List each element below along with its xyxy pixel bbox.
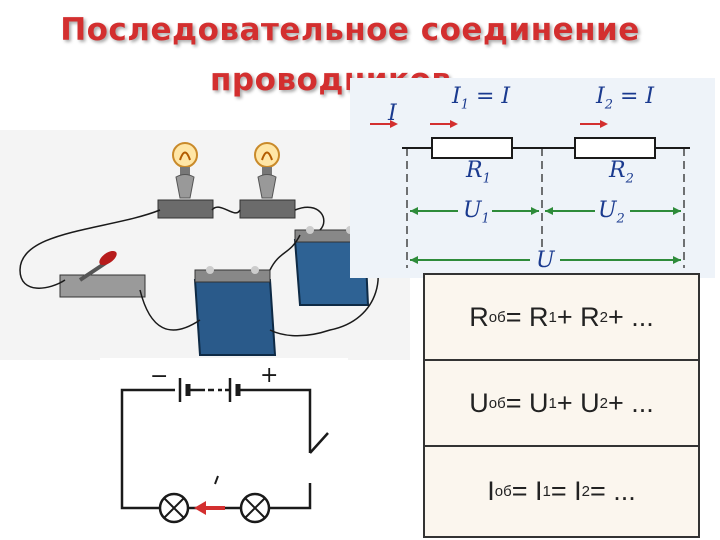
- minus-sign: −: [150, 364, 168, 389]
- battery-2: [293, 226, 370, 306]
- label-r1: R1: [466, 158, 491, 187]
- label-u1: U1: [463, 198, 490, 227]
- battery-cells: [178, 378, 265, 402]
- label-i1: I1 = I: [452, 84, 511, 113]
- lamp-1: [157, 142, 214, 219]
- label-i2: I2 = I: [596, 84, 655, 113]
- voltage-arrows: [410, 210, 681, 261]
- label-u2: U2: [598, 198, 625, 227]
- label-r2: R2: [609, 158, 634, 187]
- apparatus-illustration: [0, 130, 410, 360]
- label-current-i: I: [388, 101, 397, 126]
- lamp-2: [239, 142, 296, 219]
- series-scheme: [350, 78, 715, 278]
- plus-sign: +: [260, 363, 278, 388]
- title-line-1: Последовательное соединение: [60, 12, 640, 48]
- resistor-r2: [574, 137, 656, 159]
- lamp-symbol-1: [158, 492, 190, 524]
- resistor-r1: [431, 137, 513, 159]
- knife-switch: [59, 250, 146, 298]
- circuit-diagram: − +: [100, 358, 348, 538]
- label-u: U: [536, 248, 555, 273]
- switch: [309, 432, 329, 454]
- battery-1: [193, 266, 277, 356]
- lamp-symbol-2: [239, 492, 271, 524]
